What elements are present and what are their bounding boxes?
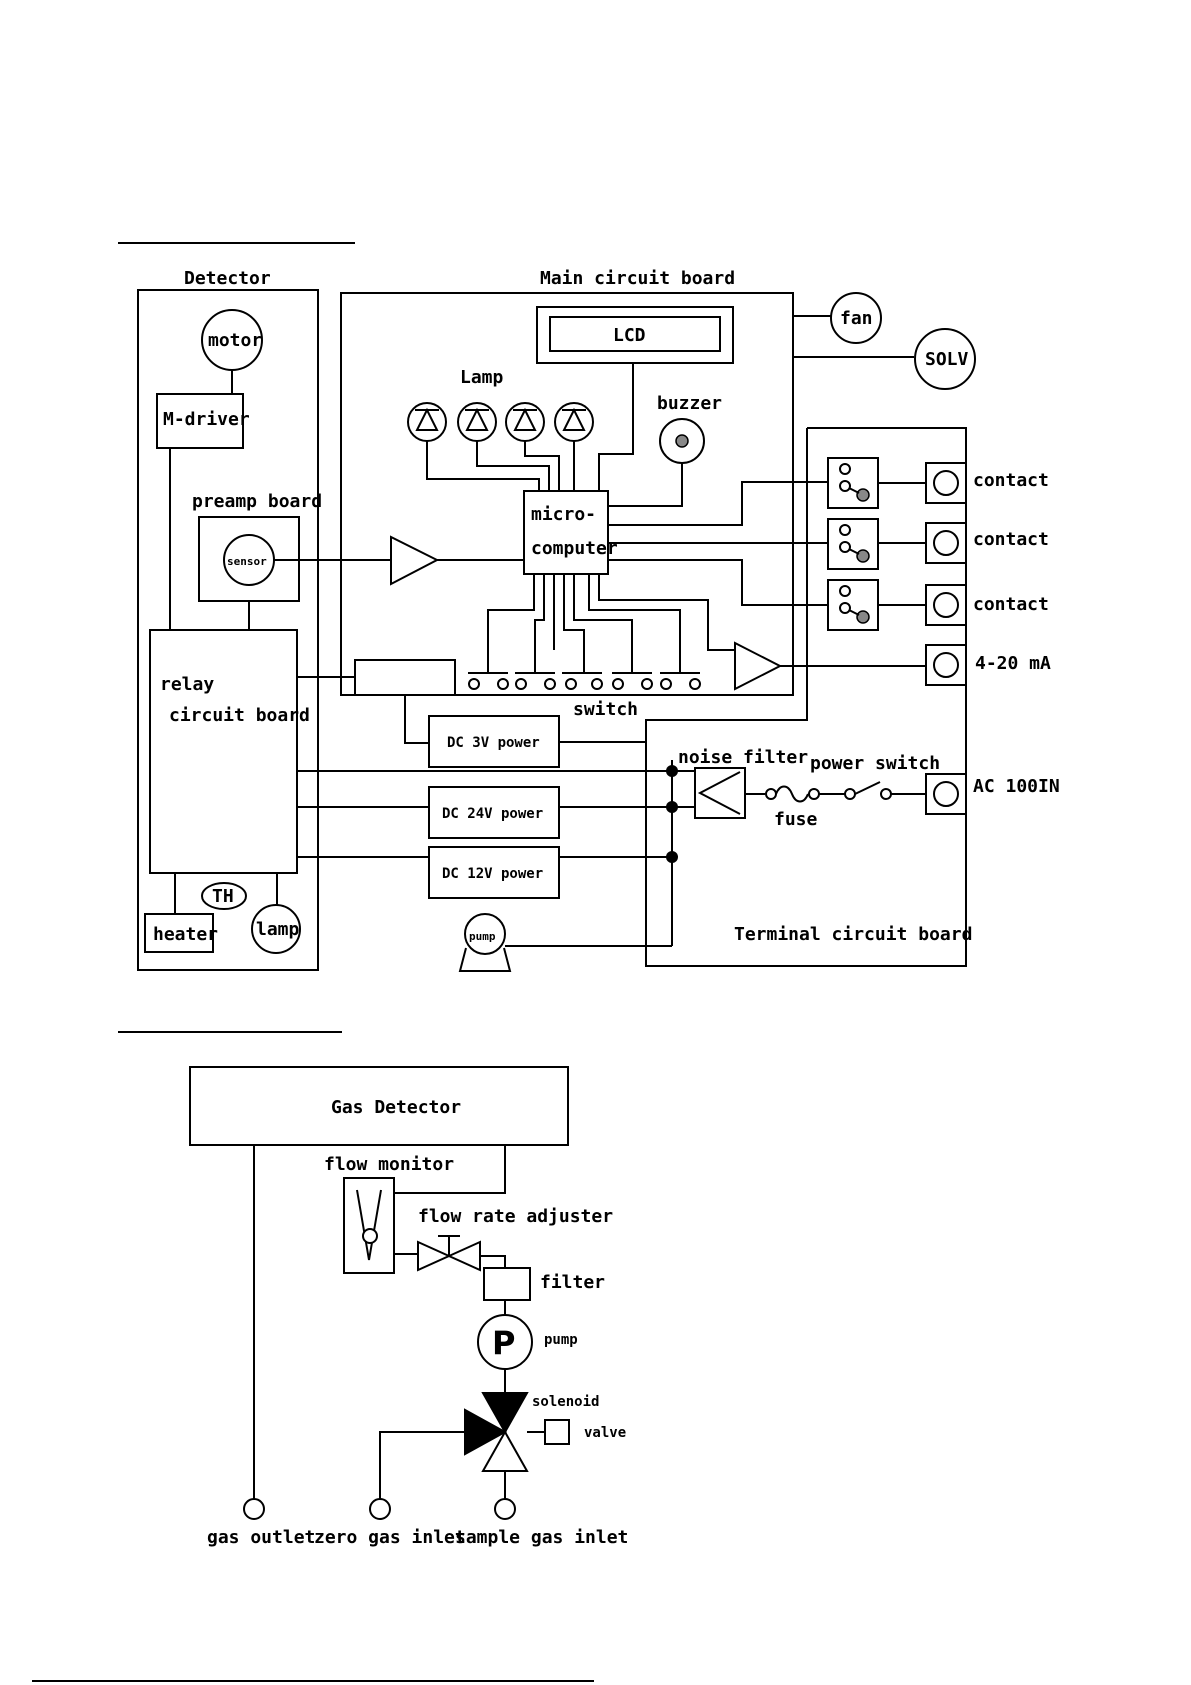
main-board-panel [340,292,794,696]
m-driver [156,393,244,449]
valve-label: valve [584,1425,626,1441]
gas-outlet-port [243,1498,265,1520]
pump [464,913,506,955]
contact-label-3: contact [973,594,1049,615]
lamp-icon [505,402,545,442]
fan [830,292,882,344]
lamp-icon [457,402,497,442]
microcomputer [523,490,609,575]
pump-label: pump [469,930,496,943]
dc24v-label: DC 24V power [442,806,543,822]
solenoid-label: solenoid [532,1394,599,1410]
solv [914,328,976,390]
relay-contacts [827,457,879,631]
gas-outlet-label: gas outlet [207,1527,315,1548]
relay-board [149,629,298,874]
junction-dot [666,801,678,813]
lamp-icon [554,402,594,442]
relay-connector-box [354,659,456,696]
lcd-display [549,316,721,352]
switch-label: switch [573,699,638,720]
flow-tube-icon [356,1189,382,1261]
relay-label-1: relay [160,674,214,695]
fan-label: fan [840,308,873,329]
needle-valve-icon [417,1235,481,1272]
filter-label: filter [540,1272,605,1293]
monitor-to-detector-pipe [394,1145,506,1194]
terminal-board [645,427,967,967]
th-label: TH [212,886,234,907]
adjuster-to-filter-pipe [480,1255,506,1268]
heater-label: heater [153,924,218,945]
solenoid-valve-icon [464,1392,570,1472]
zero-gas-inlet-label: zero gas inlet [314,1527,466,1548]
junction-dot [666,765,678,777]
gas-flow-diagram: Gas Detector gas outlet flow monitor flo… [118,1031,628,1548]
motor-label: motor [208,330,262,351]
micro-label-1: micro- [531,504,596,525]
gas-pump-label: pump [544,1332,578,1348]
pump-symbol: P [492,1324,515,1362]
lcd-outer [536,306,734,364]
noise-filter-label: noise filter [678,747,808,768]
contact-label-1: contact [973,470,1049,491]
sample-gas-inlet-port [494,1498,516,1520]
fuse-label: fuse [774,809,818,830]
flow-rate-adjuster-label: flow rate adjuster [418,1206,613,1227]
detector-panel [137,289,319,971]
connector-to-dc3v-wire [404,695,429,744]
detector-title: Detector [184,268,271,289]
micro-upper-wiring [426,363,683,507]
contact-label-2: contact [973,529,1049,550]
flow-float-icon [362,1228,378,1244]
lamp-label: lamp [256,919,300,940]
main-board-title: Main circuit board [540,268,735,289]
noise-filter-icon [697,771,741,815]
buzzer-icon [675,434,689,448]
lamp-group-label: Lamp [460,367,504,388]
detector-lamp [251,904,301,954]
output-amplifier-icon [734,641,783,691]
filter [483,1267,531,1301]
gas-detector-label: Gas Detector [331,1097,461,1118]
power-switch-label: power switch [810,753,940,774]
dc24v-power [428,786,560,839]
zero-gas-inlet-port [369,1498,391,1520]
lcd-label: LCD [613,325,646,346]
thermistor [201,882,247,910]
noise-filter [694,767,746,819]
dc3v-label: DC 3V power [447,735,540,751]
amplifier-icon [390,535,440,586]
zero-gas-pipe [379,1431,465,1499]
relay-label-2: circuit board [169,705,310,726]
switch-bank [468,672,701,690]
micro-lower-wiring [487,574,735,673]
micro-label-2: computer [531,538,618,559]
dc12v-label: DC 12V power [442,866,543,882]
gas-detector-box [189,1066,569,1146]
sample-gas-inlet-label: sample gas inlet [455,1527,628,1548]
flow-monitor [343,1177,395,1274]
preamp-label: preamp board [192,491,322,512]
dc12v-power [428,846,560,899]
m-driver-label: M-driver [163,409,250,430]
output-4-20-label: 4-20 mA [975,653,1051,674]
fuse-icon [765,785,820,803]
junction-dot [666,851,678,863]
micro-to-contacts-wiring [608,481,828,606]
pump-base-icon [458,947,512,972]
solv-label: SOLV [925,349,969,370]
ac-in-label: AC 100IN [973,776,1060,797]
lamp-indicators [407,402,594,442]
circuit-diagram: Detector Main circuit board LCD fan SOLV… [118,242,1060,972]
lamp-icon [407,402,447,442]
buzzer-label: buzzer [657,393,722,414]
flow-monitor-label: flow monitor [324,1154,454,1175]
sensor-label: sensor [227,555,267,568]
terminal-board-label: Terminal circuit board [734,924,972,945]
power-switch-icon [844,781,892,800]
heater [144,913,214,953]
